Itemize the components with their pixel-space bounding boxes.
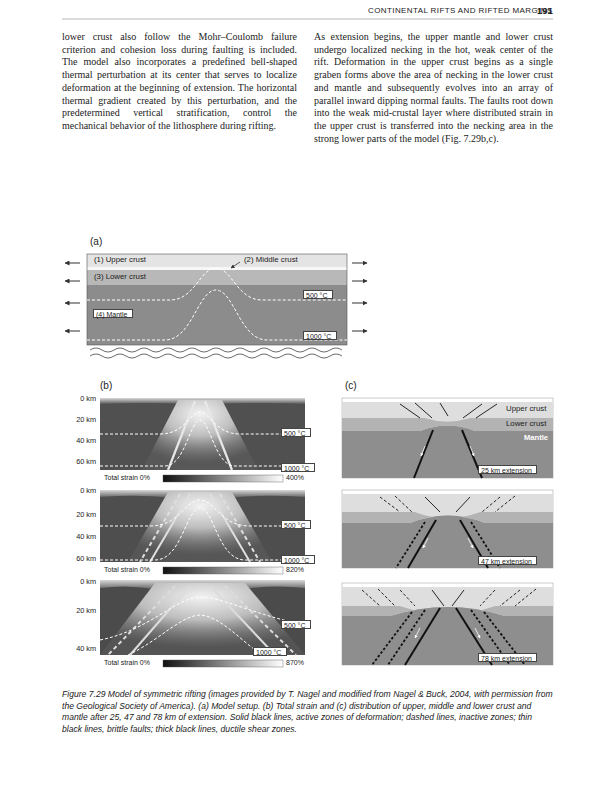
panel-letter: (c) <box>345 380 357 391</box>
layer-label: Lower crust <box>506 419 546 428</box>
depth-tick: 40 km <box>58 644 96 653</box>
panel-letter: (b) <box>100 380 112 391</box>
depth-tick: 0 km <box>58 394 96 403</box>
isotherm-label-box: 500 °C <box>303 290 333 299</box>
depth-tick: 40 km <box>58 436 96 445</box>
isotherm-label-box: 500 °C <box>281 620 311 629</box>
colorbar-label: 820% <box>286 566 304 573</box>
depth-tick: 20 km <box>58 415 96 424</box>
depth-tick: 0 km <box>58 577 96 586</box>
depth-tick: 0 km <box>58 486 96 495</box>
isotherm-label-box: 500 °C <box>281 428 311 437</box>
body-paragraph: As extension begins, the upper mantle an… <box>314 31 553 145</box>
layer-label: (2) Middle crust <box>244 255 298 264</box>
box-text: 47 km extension <box>481 558 532 565</box>
extension-label-box: 25 km extension <box>478 465 537 474</box>
isotherm-label-box: 1000 °C <box>253 647 287 656</box>
colorbar-label: Total strain 0% <box>104 659 150 666</box>
layer-label: (3) Lower crust <box>94 272 146 281</box>
box-text: 25 km extension <box>481 467 532 474</box>
depth-tick: 60 km <box>58 457 96 466</box>
depth-tick: 20 km <box>58 510 96 519</box>
extension-label-box: 47 km extension <box>478 556 537 565</box>
depth-tick: 60 km <box>58 554 96 563</box>
box-text: 1000 °C <box>284 465 309 472</box>
layer-label-box: (4) Mantle <box>93 309 133 318</box>
colorbar-label: 870% <box>286 659 304 666</box>
box-text: 1000 °C <box>284 557 309 564</box>
colorbar-label: Total strain 0% <box>104 566 150 573</box>
box-text: 1000 °C <box>256 649 281 656</box>
figure-caption: Figure 7.29 Model of symmetric rifting (… <box>62 689 554 735</box>
depth-tick: 40 km <box>58 532 96 541</box>
isotherm-label-box: 500 °C <box>281 520 311 529</box>
extension-label-box: 78 km extension <box>478 653 537 662</box>
box-text: 500 °C <box>284 522 305 529</box>
page-number: 191 <box>537 5 553 16</box>
colorbar-label: Total strain 0% <box>104 474 150 481</box>
layer-label: (1) Upper crust <box>94 255 146 264</box>
box-text: 78 km extension <box>481 655 532 662</box>
body-paragraph: lower crust also follow the Mohr–Coulomb… <box>62 31 297 133</box>
colorbar-label: 400% <box>286 474 304 481</box>
box-text: (4) Mantle <box>96 311 128 318</box>
depth-tick: 20 km <box>58 606 96 615</box>
isotherm-label-box: 1000 °C <box>281 463 315 472</box>
box-text: 1000 °C <box>306 333 331 340</box>
layer-label: Upper crust <box>506 404 546 413</box>
isotherm-label-box: 1000 °C <box>281 555 315 564</box>
box-text: 500 °C <box>284 430 305 437</box>
running-header: CONTINENTAL RIFTS AND RIFTED MARGINS <box>368 6 553 15</box>
isotherm-label-box: 1000 °C <box>303 331 337 340</box>
layer-label: Mantle <box>524 433 548 442</box>
panel-letter: (a) <box>90 236 102 247</box>
box-text: 500 °C <box>284 622 305 629</box>
box-text: 500 °C <box>306 292 327 299</box>
